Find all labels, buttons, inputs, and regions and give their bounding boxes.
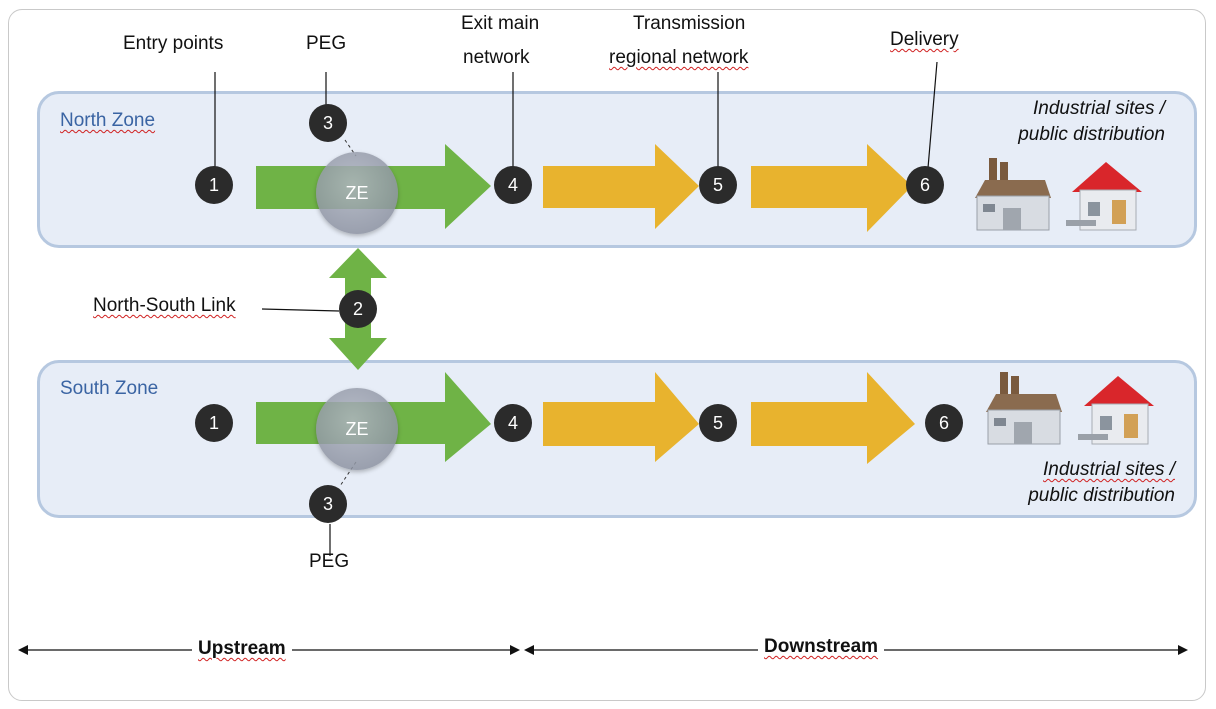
north-destinations-line2: public distribution — [1018, 124, 1165, 145]
south-destinations-line1: Industrial sites / — [1043, 459, 1175, 480]
south-ze-hub: ZE — [316, 388, 398, 470]
exit-main-label-line2: network — [463, 47, 530, 68]
upstream-left-head — [18, 645, 28, 655]
north-yellow-arrow-2 — [751, 144, 912, 232]
link-leader — [261, 308, 340, 312]
transmission-label-line2: regional network — [609, 47, 749, 68]
entry-points-label: Entry points — [123, 33, 224, 54]
south-badge-3: 3 — [309, 485, 347, 523]
north-badge-6: 6 — [906, 166, 944, 204]
link-badge-2: 2 — [339, 290, 377, 328]
north-south-link-label: North-South Link — [93, 294, 236, 318]
south-badge-6: 6 — [925, 404, 963, 442]
south-destinations: Industrial sites / public distribution — [985, 457, 1175, 509]
peg-label-south: PEG — [309, 551, 350, 572]
downstream-right-head — [1178, 645, 1188, 655]
exit-main-label-line1: Exit main — [461, 13, 540, 34]
upstream-label: Upstream — [192, 638, 292, 660]
south-peg-dashed — [339, 461, 357, 487]
south-badge-4: 4 — [494, 404, 532, 442]
transmission-label-line1: Transmission — [633, 13, 746, 34]
south-yellow-arrow-1 — [543, 372, 699, 462]
north-destinations: Industrial sites / public distribution — [975, 96, 1165, 148]
north-badge-5: 5 — [699, 166, 737, 204]
north-badge-4: 4 — [494, 166, 532, 204]
downstream-left-head — [524, 645, 534, 655]
north-yellow-arrow-1 — [543, 144, 699, 229]
south-badge-5: 5 — [699, 404, 737, 442]
north-ze-hub: ZE — [316, 152, 398, 234]
south-destinations-line2: public distribution — [1028, 485, 1175, 506]
south-yellow-arrow-2 — [751, 372, 915, 464]
downstream-label: Downstream — [758, 636, 885, 658]
north-zone-title: North Zone — [60, 110, 156, 131]
north-badge-1: 1 — [195, 166, 233, 204]
south-zone-title: South Zone — [60, 378, 159, 399]
north-destinations-line1: Industrial sites / — [1033, 98, 1165, 119]
south-badge-1: 1 — [195, 404, 233, 442]
peg-label-north: PEG — [306, 33, 347, 54]
upstream-right-head — [510, 645, 520, 655]
north-badge-3: 3 — [309, 104, 347, 142]
delivery-leader — [927, 61, 938, 169]
north-south-link-text: North-South Link — [93, 295, 236, 316]
delivery-label: Delivery — [890, 29, 959, 50]
